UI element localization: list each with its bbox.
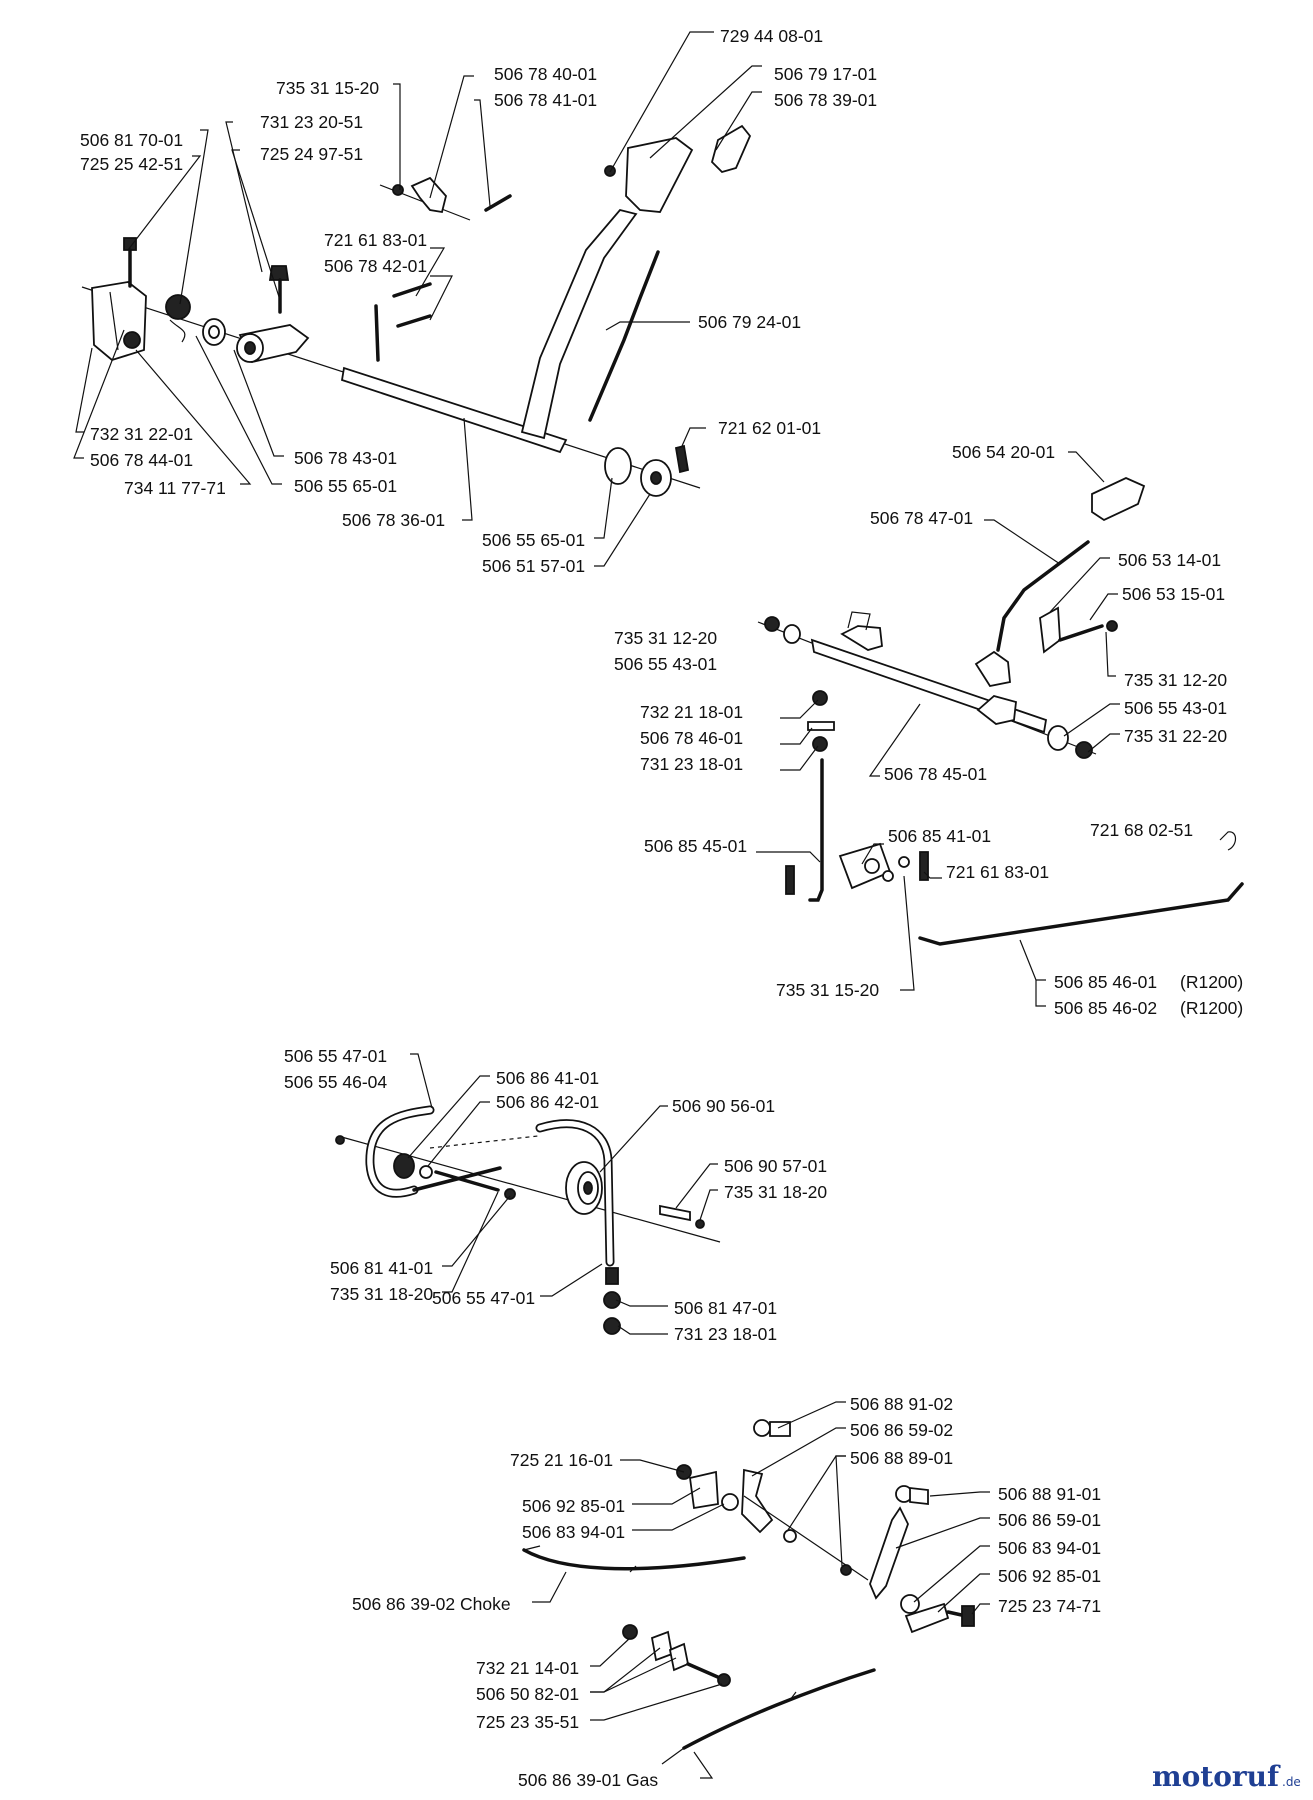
label-506-81-41-01: 506 81 41-01 — [330, 1258, 433, 1278]
label-731-23-18-01-a: 731 23 18-01 — [640, 754, 743, 774]
label-731-23-18-01-b: 731 23 18-01 — [674, 1324, 777, 1344]
label-735-31-15-20-b: 735 31 15-20 — [776, 980, 879, 1000]
label-506-78-47-01: 506 78 47-01 — [870, 508, 973, 528]
label-506-55-47-01-b: 506 55 47-01 — [432, 1288, 535, 1308]
part-labels: 729 44 08-01 506 79 17-01 506 78 39-01 7… — [80, 26, 1243, 1790]
label-506-78-42-01: 506 78 42-01 — [324, 256, 427, 276]
label-506-79-17-01: 506 79 17-01 — [774, 64, 877, 84]
label-721-68-02-51: 721 68 02-51 — [1090, 820, 1193, 840]
label-732-31-22-01: 732 31 22-01 — [90, 424, 193, 444]
label-734-11-77-71: 734 11 77-71 — [124, 478, 226, 498]
label-721-61-83-01-a: 721 61 83-01 — [324, 230, 427, 250]
spring-part — [165, 294, 191, 320]
choke-cable — [522, 1548, 746, 1571]
grip-part — [625, 137, 694, 213]
label-725-25-42-51: 725 25 42-51 — [80, 154, 183, 174]
label-506-55-43-01-b: 506 55 43-01 — [1124, 698, 1227, 718]
label-506-55-46-04: 506 55 46-04 — [284, 1072, 387, 1092]
label-725-23-74-71: 725 23 74-71 — [998, 1596, 1101, 1616]
label-731-23-20-51: 731 23 20-51 — [260, 112, 363, 132]
group-throttle-controls — [522, 1401, 990, 1779]
label-506-92-85-01-a: 506 92 85-01 — [522, 1496, 625, 1516]
cable-part — [365, 1105, 435, 1198]
label-735-31-18-20-a: 735 31 18-20 — [724, 1182, 827, 1202]
label-506-53-14-01: 506 53 14-01 — [1118, 550, 1221, 570]
lever-rod — [996, 540, 1090, 652]
bolt-part — [123, 237, 137, 251]
label-r1200-b: (R1200) — [1180, 998, 1243, 1018]
label-506-85-46-02: 506 85 46-02 — [1054, 998, 1157, 1018]
gas-cable — [682, 1668, 876, 1750]
label-506-55-65-01-a: 506 55 65-01 — [294, 476, 397, 496]
label-506-54-20-01: 506 54 20-01 — [952, 442, 1055, 462]
label-r1200-a: (R1200) — [1180, 972, 1243, 992]
vertical-rod — [808, 758, 824, 902]
label-735-31-12-20-b: 735 31 12-20 — [1124, 670, 1227, 690]
label-506-88-89-01: 506 88 89-01 — [850, 1448, 953, 1468]
label-506-50-82-01: 506 50 82-01 — [476, 1684, 579, 1704]
label-506-88-91-01: 506 88 91-01 — [998, 1484, 1101, 1504]
label-735-31-22-20: 735 31 22-20 — [1124, 726, 1227, 746]
label-506-78-41-01: 506 78 41-01 — [494, 90, 597, 110]
label-721-62-01-01: 721 62 01-01 — [718, 418, 821, 438]
label-506-85-45-01: 506 85 45-01 — [644, 836, 747, 856]
label-725-24-97-51: 725 24 97-51 — [260, 144, 363, 164]
label-506-90-56-01: 506 90 56-01 — [672, 1096, 775, 1116]
label-506-81-47-01: 506 81 47-01 — [674, 1298, 777, 1318]
label-506-78-46-01: 506 78 46-01 — [640, 728, 743, 748]
lever-plate — [741, 1468, 774, 1534]
watermark-main: motoruf — [1152, 1760, 1281, 1793]
label-735-31-15-20-a: 735 31 15-20 — [276, 78, 379, 98]
label-506-90-57-01: 506 90 57-01 — [724, 1156, 827, 1176]
label-725-21-16-01: 725 21 16-01 — [510, 1450, 613, 1470]
label-506-86-42-01: 506 86 42-01 — [496, 1092, 599, 1112]
label-506-78-40-01: 506 78 40-01 — [494, 64, 597, 84]
label-506-78-43-01: 506 78 43-01 — [294, 448, 397, 468]
label-506-51-57-01: 506 51 57-01 — [482, 556, 585, 576]
label-506-78-45-01: 506 78 45-01 — [884, 764, 987, 784]
label-506-55-47-01-a: 506 55 47-01 — [284, 1046, 387, 1066]
label-506-86-59-02: 506 86 59-02 — [850, 1420, 953, 1440]
label-506-78-39-01: 506 78 39-01 — [774, 90, 877, 110]
label-506-92-85-01-b: 506 92 85-01 — [998, 1566, 1101, 1586]
label-506-86-39-01: 506 86 39-01 Gas — [518, 1770, 658, 1790]
long-rod — [918, 882, 1244, 946]
label-721-61-83-01-b: 721 61 83-01 — [946, 862, 1049, 882]
label-506-78-36-01: 506 78 36-01 — [342, 510, 445, 530]
label-506-55-65-01-b: 506 55 65-01 — [482, 530, 585, 550]
main-shaft — [340, 366, 568, 454]
label-506-85-46-01: 506 85 46-01 — [1054, 972, 1157, 992]
label-506-55-43-01-a: 506 55 43-01 — [614, 654, 717, 674]
rod-part — [588, 250, 660, 422]
label-725-23-35-51: 725 23 35-51 — [476, 1712, 579, 1732]
label-735-31-18-20-b: 735 31 18-20 — [330, 1284, 433, 1304]
label-506-86-39-02: 506 86 39-02 Choke — [352, 1594, 511, 1614]
label-506-88-91-02: 506 88 91-02 — [850, 1394, 953, 1414]
label-506-81-70-01: 506 81 70-01 — [80, 130, 183, 150]
label-506-86-59-01: 506 86 59-01 — [998, 1510, 1101, 1530]
label-506-86-41-01: 506 86 41-01 — [496, 1068, 599, 1088]
watermark-tld: .de — [1282, 1775, 1301, 1789]
idler-part — [393, 1153, 415, 1179]
label-506-83-94-01-a: 506 83 94-01 — [522, 1522, 625, 1542]
handle-grip — [1091, 477, 1146, 522]
lever-tube — [520, 208, 638, 440]
label-506-53-15-01: 506 53 15-01 — [1122, 584, 1225, 604]
knob-part — [710, 124, 752, 174]
label-732-21-14-01: 732 21 14-01 — [476, 1658, 579, 1678]
label-506-79-24-01: 506 79 24-01 — [698, 312, 801, 332]
label-506-83-94-01-b: 506 83 94-01 — [998, 1538, 1101, 1558]
label-506-85-41-01: 506 85 41-01 — [888, 826, 991, 846]
label-735-31-12-20-a: 735 31 12-20 — [614, 628, 717, 648]
group-lever-assembly — [73, 31, 762, 567]
bushing-part — [604, 447, 632, 485]
group-belt-pulley — [335, 1053, 721, 1335]
watermark-logo: motoruf .de — [1152, 1760, 1301, 1793]
bracket-part — [91, 281, 147, 362]
group-drive-lever — [756, 451, 1244, 1007]
label-506-78-44-01: 506 78 44-01 — [90, 450, 193, 470]
label-732-21-18-01: 732 21 18-01 — [640, 702, 743, 722]
label-729-44-08-01: 729 44 08-01 — [720, 26, 823, 46]
